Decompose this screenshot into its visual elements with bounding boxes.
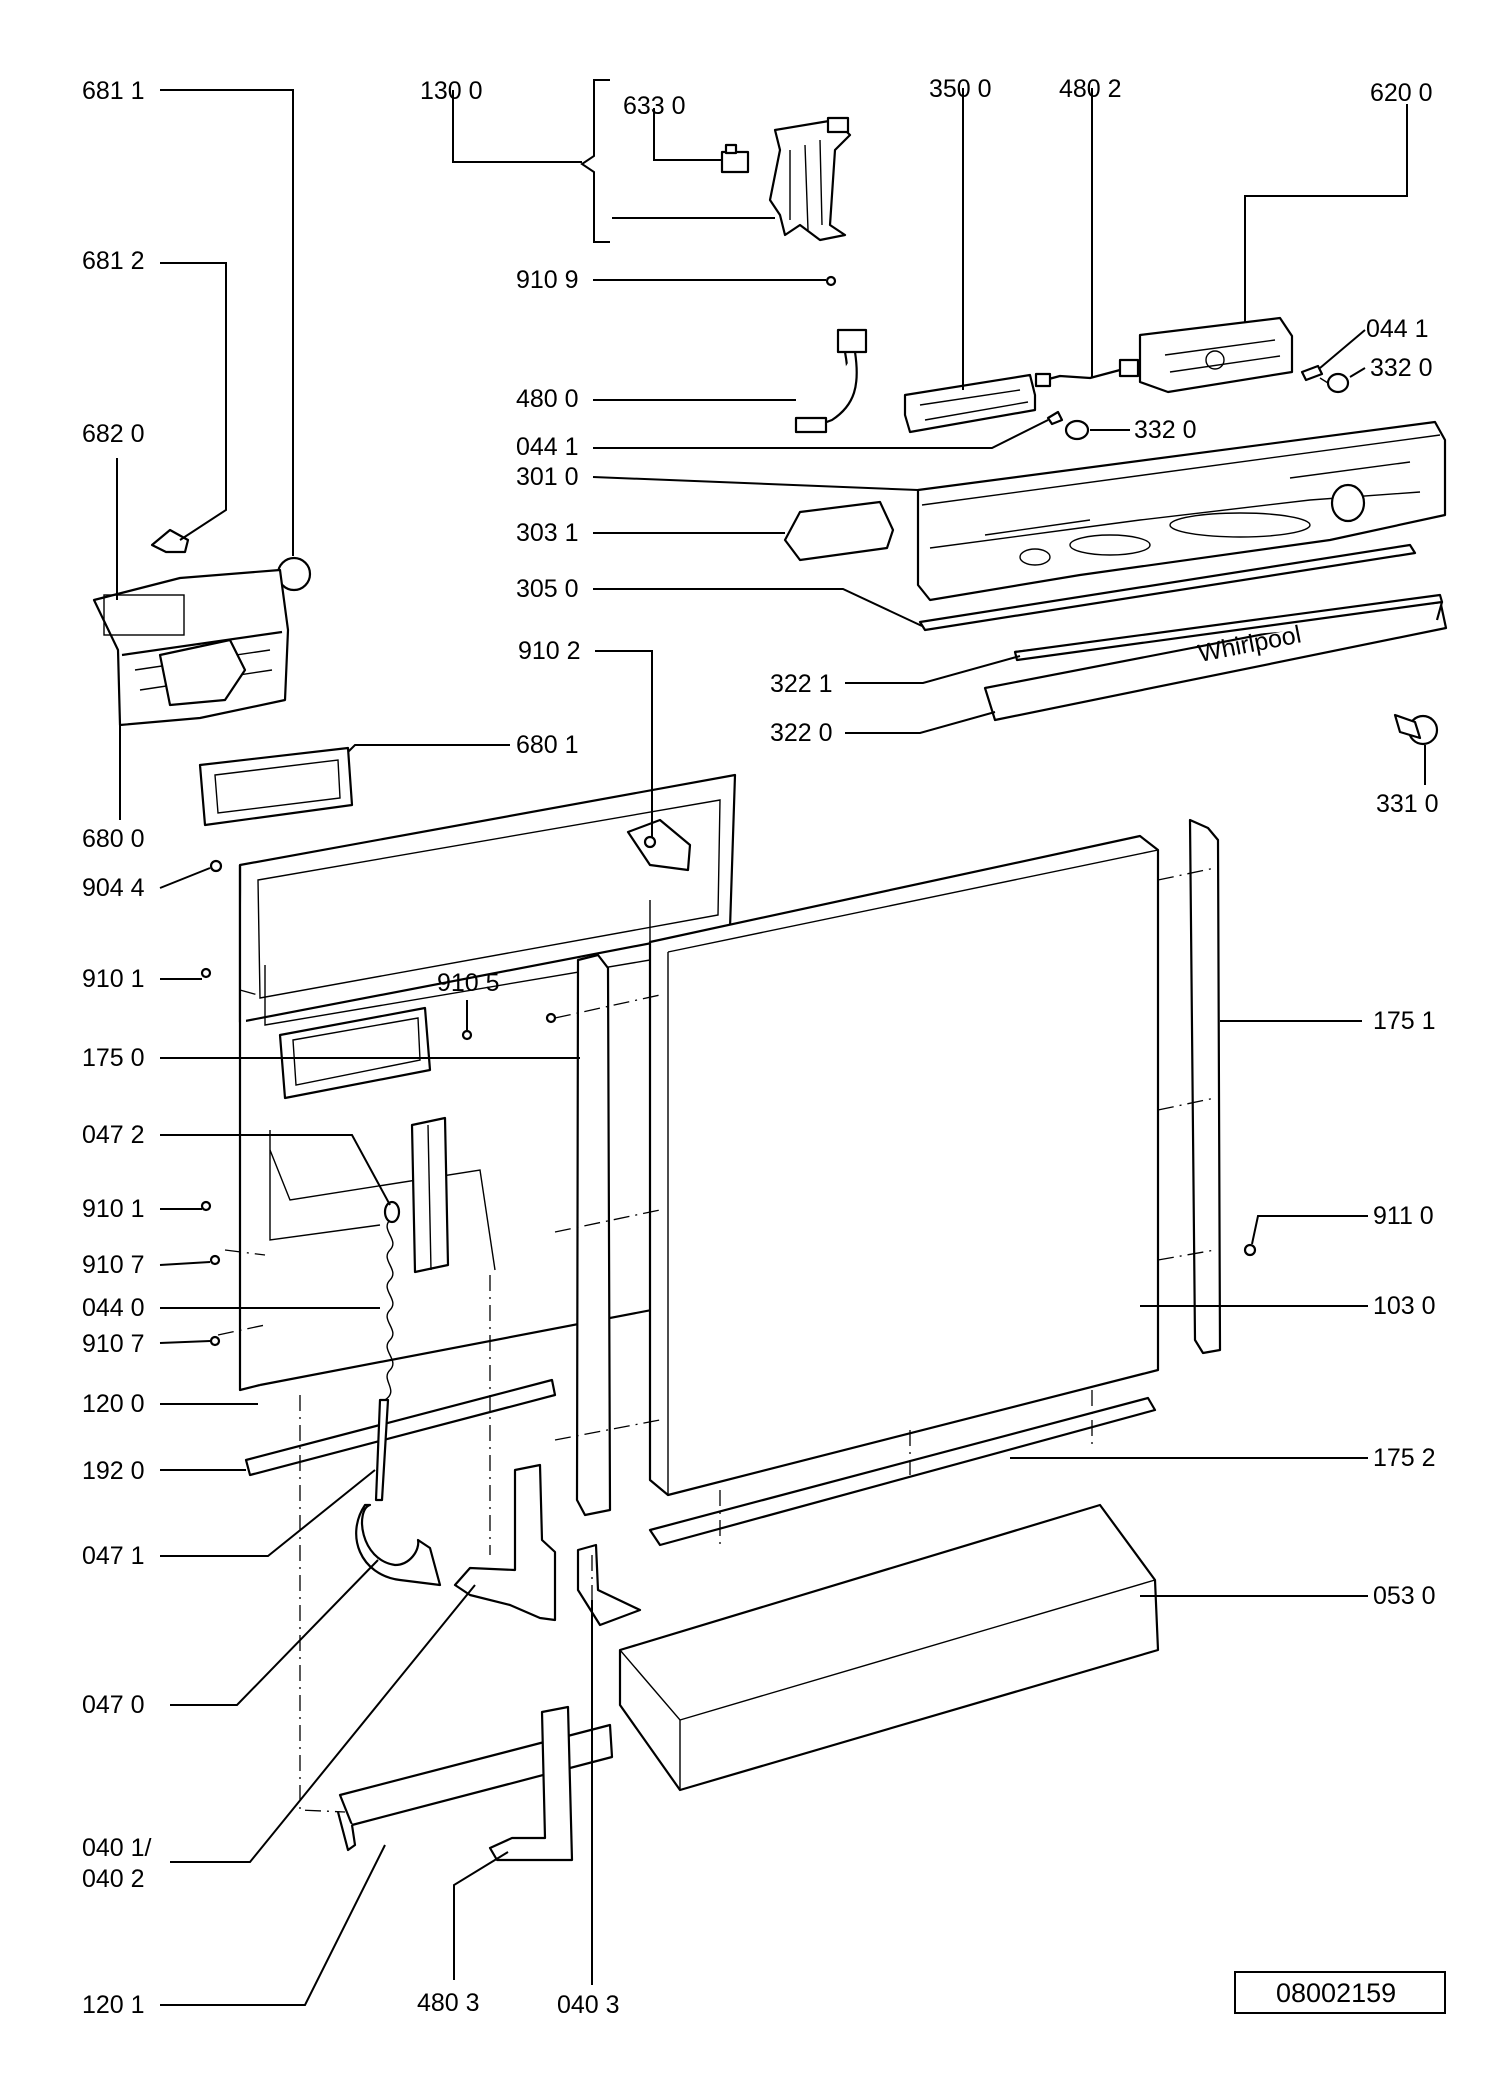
label-301-0: 301 0	[516, 463, 579, 491]
label-904-4: 904 4	[82, 874, 145, 902]
side-strip-175-0	[575, 953, 612, 1517]
reference-number-box: 08002159	[1234, 1971, 1446, 2014]
wire-harness-480-0	[794, 328, 868, 434]
label-680-1: 680 1	[516, 731, 579, 759]
inner-door-panel-120-0	[238, 773, 737, 1392]
label-633-0: 633 0	[623, 92, 686, 120]
bracket-040-1	[453, 1463, 557, 1622]
label-120-1: 120 1	[82, 1991, 145, 2019]
label-910-1-bottom: 910 1	[82, 1195, 145, 1223]
label-480-0: 480 0	[516, 385, 579, 413]
label-047-1: 047 1	[82, 1542, 145, 1570]
cap-332-0-middle	[1064, 419, 1090, 441]
label-680-0: 680 0	[82, 825, 145, 853]
bracket-910-2	[626, 818, 692, 872]
label-620-0: 620 0	[1370, 79, 1433, 107]
channel-192-0	[244, 1378, 557, 1477]
hinge-047-0	[355, 1503, 442, 1587]
label-910-5: 910 5	[437, 969, 500, 997]
label-910-2: 910 2	[518, 637, 581, 665]
wire-harness-480-2	[1044, 368, 1121, 382]
label-332-0-top: 332 0	[1370, 354, 1433, 382]
label-303-1: 303 1	[516, 519, 579, 547]
label-910-9: 910 9	[516, 266, 579, 294]
label-322-0: 322 0	[770, 719, 833, 747]
label-350-0: 350 0	[929, 75, 992, 103]
side-strip-175-1	[1188, 818, 1222, 1355]
label-682-0: 682 0	[82, 420, 145, 448]
inner-window-175-0	[278, 1006, 432, 1100]
label-053-0: 053 0	[1373, 1582, 1436, 1610]
label-047-2: 047 2	[82, 1121, 145, 1149]
pcb-module-350	[903, 373, 1037, 434]
bottom-strip-175-2	[648, 1396, 1157, 1547]
label-480-2: 480 2	[1059, 75, 1122, 103]
label-130-0: 130 0	[420, 77, 483, 105]
label-047-0: 047 0	[82, 1691, 145, 1719]
spring-047-2	[383, 1200, 401, 1401]
label-322-1: 322 1	[770, 670, 833, 698]
label-192-0: 192 0	[82, 1457, 145, 1485]
label-911-0: 911 0	[1373, 1202, 1434, 1230]
knob-331-0	[1393, 713, 1439, 746]
label-120-0: 120 0	[82, 1390, 145, 1418]
pin-044-1-right	[1300, 364, 1324, 382]
control-module-part	[1118, 316, 1294, 394]
bracket-040-3	[576, 1543, 642, 1627]
label-332-0-mid: 332 0	[1134, 416, 1197, 444]
label-681-1: 681 1	[82, 77, 145, 105]
label-910-1-top: 910 1	[82, 965, 145, 993]
bracket-303-1	[783, 500, 895, 562]
dispenser-part	[92, 568, 290, 727]
label-040-2: 040 2	[82, 1865, 145, 1893]
part-labels: 681 1 130 0 633 0 350 0 480 2 620 0 681 …	[82, 75, 1439, 2019]
screws	[200, 859, 1257, 1347]
gasket-680-1	[198, 746, 354, 827]
label-910-7-a: 910 7	[82, 1251, 145, 1279]
label-044-1-mid: 044 1	[516, 433, 579, 461]
label-175-0: 175 0	[82, 1044, 145, 1072]
label-040-1: 040 1/	[82, 1834, 152, 1862]
label-044-0: 044 0	[82, 1294, 145, 1322]
label-103-0: 103 0	[1373, 1292, 1436, 1320]
control-panel-part	[916, 420, 1447, 602]
label-480-3: 480 3	[417, 1989, 480, 2017]
label-681-2: 681 2	[82, 247, 145, 275]
pin-044-1-middle	[1046, 410, 1064, 426]
outer-door-panel-103-0	[648, 834, 1160, 1497]
lid-681-2	[150, 528, 190, 554]
label-040-3: 040 3	[557, 1991, 620, 2019]
leader-lines	[116, 88, 1426, 2006]
label-331-0: 331 0	[1376, 790, 1439, 818]
bracket-480-3	[488, 1705, 574, 1862]
label-175-1: 175 1	[1373, 1007, 1436, 1035]
door-lock-bracket-part	[768, 116, 852, 242]
screw-910-9	[825, 275, 837, 287]
kick-panel-053-0	[618, 1503, 1160, 1792]
label-044-1-top: 044 1	[1366, 315, 1429, 343]
label-305-0: 305 0	[516, 575, 579, 603]
strip-305-0	[918, 543, 1417, 632]
microswitch-part	[720, 143, 750, 174]
cap-332-0-right	[1319, 372, 1350, 394]
fascia-322-0: Whirlpool	[983, 598, 1448, 722]
rod-047-1	[374, 1398, 390, 1502]
label-175-2: 175 2	[1373, 1444, 1436, 1472]
label-910-7-b: 910 7	[82, 1330, 145, 1358]
group-brace	[580, 79, 610, 243]
reference-number: 08002159	[1276, 1978, 1396, 2008]
